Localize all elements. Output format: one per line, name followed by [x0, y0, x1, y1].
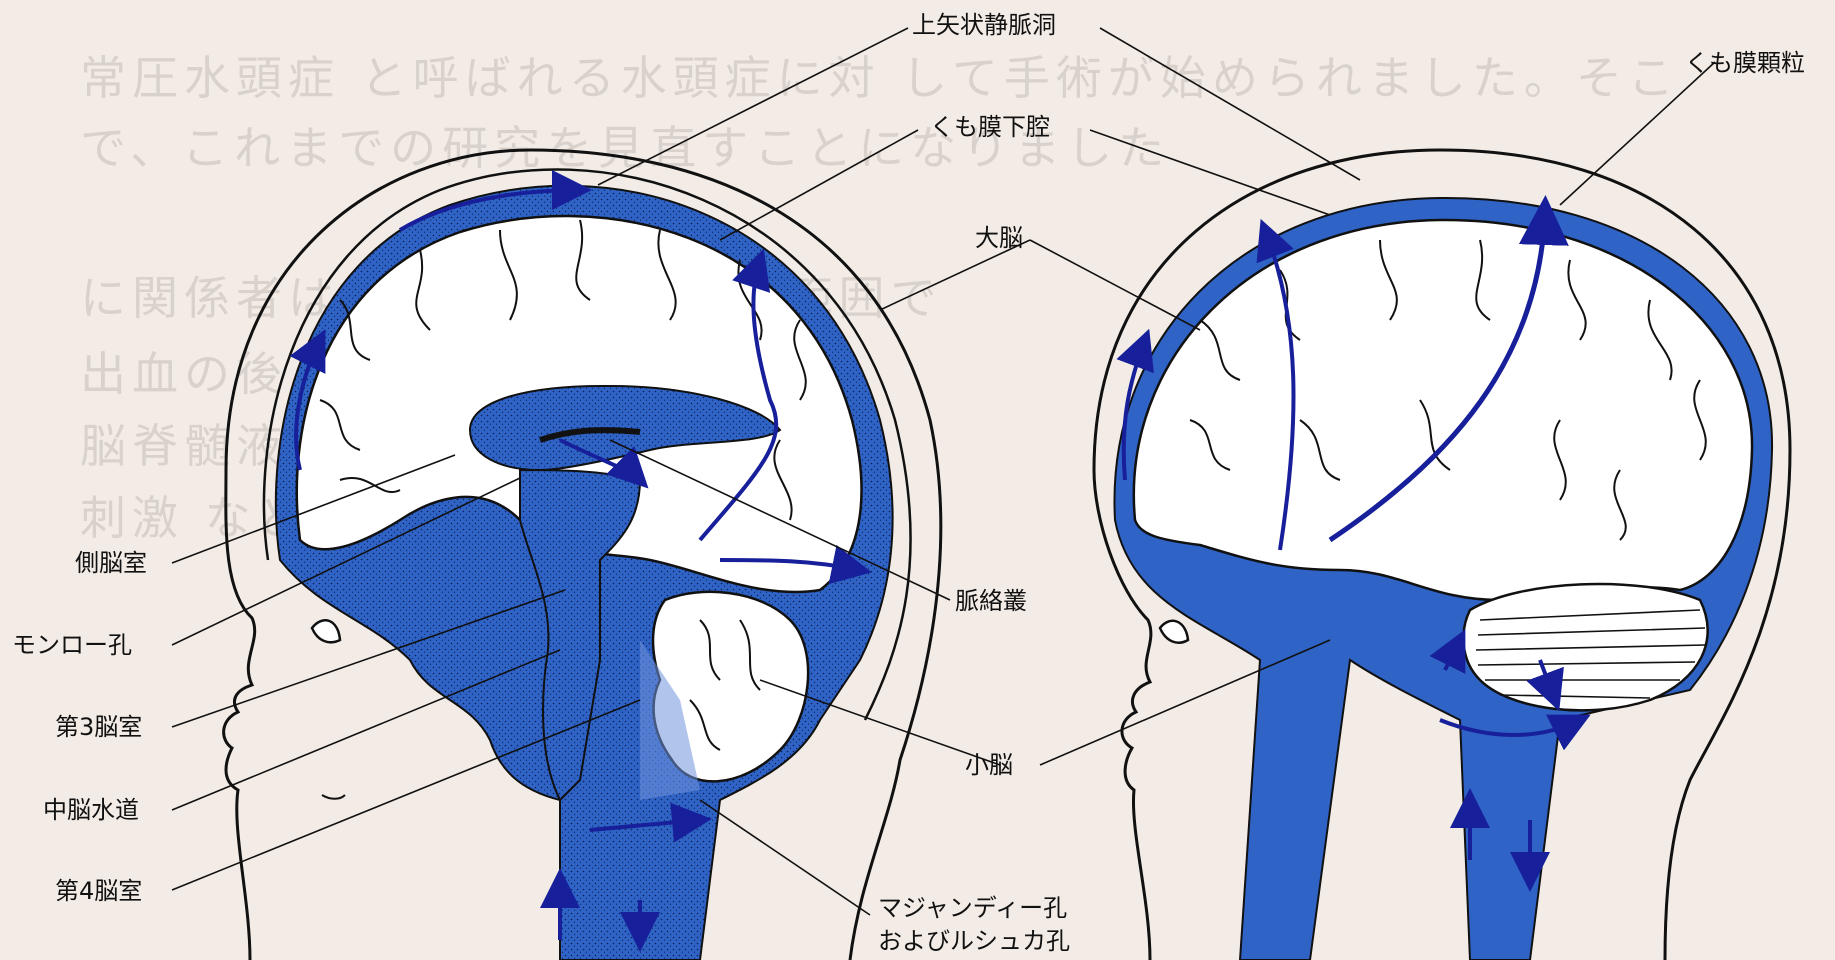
label-third-ventricle: 第3脳室	[55, 714, 142, 742]
left-head	[224, 150, 941, 960]
label-cerebrum: 大脳	[975, 225, 1023, 253]
label-magendie-foramen: マジャンディー孔	[878, 895, 1067, 923]
label-arachnoid-granulation: くも膜顆粒	[1685, 50, 1805, 78]
label-lateral-ventricle: 側脳室	[75, 550, 147, 578]
right-head	[1094, 150, 1790, 960]
label-choroid-plexus: 脈絡叢	[955, 588, 1027, 616]
label-foramen-of-monro: モンロー孔	[12, 632, 132, 660]
label-subarachnoid-space: くも膜下腔	[930, 114, 1050, 142]
label-cerebral-aqueduct: 中脳水道	[43, 797, 139, 825]
right-eye	[1160, 621, 1188, 643]
label-fourth-ventricle: 第4脳室	[55, 878, 142, 906]
label-luschka-foramen: およびルシュカ孔	[878, 928, 1070, 956]
label-superior-sagittal-sinus: 上矢状静脈洞	[912, 12, 1056, 40]
left-eye	[312, 620, 340, 642]
label-cerebellum: 小脳	[965, 752, 1013, 780]
